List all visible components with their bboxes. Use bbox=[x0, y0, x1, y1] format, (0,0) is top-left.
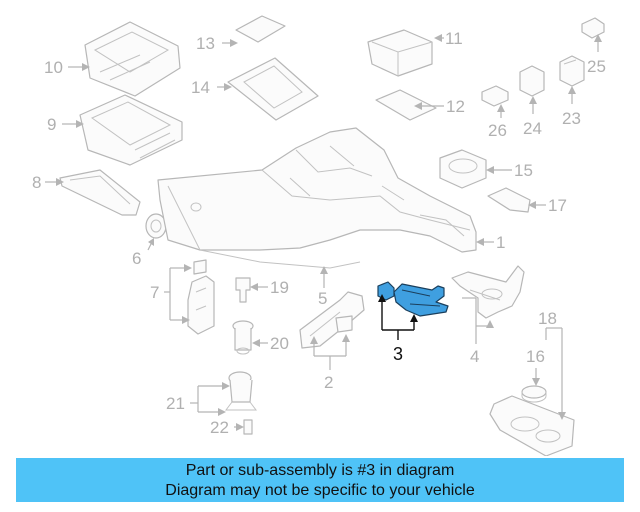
callout-23: 23 bbox=[562, 109, 581, 128]
banner-disclaimer: Diagram may not be specific to your vehi… bbox=[165, 482, 475, 499]
callout-5: 5 bbox=[318, 289, 327, 308]
info-banner: Part or sub-assembly is #3 in diagram Di… bbox=[16, 458, 624, 502]
part-4-support-bracket bbox=[451, 265, 525, 319]
callout-12: 12 bbox=[446, 97, 465, 116]
part-26-switch bbox=[481, 85, 509, 107]
callout-2: 2 bbox=[324, 373, 333, 392]
part-8-trim-strip bbox=[59, 169, 141, 216]
callout-4: 4 bbox=[470, 347, 479, 366]
part-16-cap bbox=[521, 385, 547, 403]
callout-24: 24 bbox=[523, 119, 542, 138]
part-11-bin bbox=[367, 29, 433, 77]
callout-14: 14 bbox=[191, 78, 210, 97]
callout-3-leader bbox=[378, 294, 418, 340]
callout-17: 17 bbox=[548, 196, 567, 215]
part-14-cover bbox=[227, 57, 319, 121]
banner-part-note: Part or sub-assembly is #3 in diagram bbox=[185, 462, 455, 479]
callout-leaders bbox=[45, 34, 602, 431]
callout-15: 15 bbox=[514, 161, 533, 180]
callout-21: 21 bbox=[166, 394, 185, 413]
callout-18: 18 bbox=[538, 309, 557, 328]
part-20-retainer bbox=[232, 320, 254, 355]
callout-19: 19 bbox=[270, 278, 289, 297]
part-21-grommet bbox=[225, 371, 257, 411]
part-7-bracket bbox=[187, 259, 215, 335]
part-17-pad bbox=[487, 187, 531, 213]
part-13-insert bbox=[235, 15, 286, 43]
part-25-switch bbox=[581, 17, 605, 39]
part-12-mat bbox=[375, 89, 437, 121]
part-18-cup-holder bbox=[489, 395, 575, 456]
callout-26: 26 bbox=[488, 121, 507, 140]
callout-20: 20 bbox=[270, 334, 289, 353]
part-1-console-body bbox=[157, 127, 477, 253]
callout-7: 7 bbox=[150, 283, 159, 302]
part-19-clip bbox=[235, 277, 251, 303]
callout-25: 25 bbox=[587, 57, 606, 76]
callout-13: 13 bbox=[196, 34, 215, 53]
part-23-switch bbox=[559, 55, 585, 87]
part-22-screw bbox=[243, 419, 253, 435]
part-24-switch bbox=[519, 65, 545, 97]
parts-diagram: 10 9 8 6 13 14 11 12 25 23 24 26 15 17 1… bbox=[32, 15, 606, 456]
callout-6: 6 bbox=[132, 249, 141, 268]
callout-3: 3 bbox=[393, 344, 403, 364]
part-10-console-trim bbox=[84, 21, 181, 97]
callout-10: 10 bbox=[44, 58, 63, 77]
part-2-mount-bracket bbox=[299, 291, 365, 349]
callout-11: 11 bbox=[445, 29, 463, 48]
callout-22: 22 bbox=[210, 418, 229, 437]
callout-labels: 10 9 8 6 13 14 11 12 25 23 24 26 15 17 1… bbox=[32, 29, 606, 437]
part-15-cup-insert bbox=[439, 149, 487, 189]
part-3-highlighted[interactable] bbox=[377, 281, 449, 317]
callout-8: 8 bbox=[32, 173, 41, 192]
part-9-console-bezel bbox=[79, 94, 183, 166]
callout-16: 16 bbox=[526, 347, 545, 366]
callout-9: 9 bbox=[47, 115, 56, 134]
callout-1: 1 bbox=[496, 233, 505, 252]
part-5-side-panel bbox=[199, 249, 361, 269]
